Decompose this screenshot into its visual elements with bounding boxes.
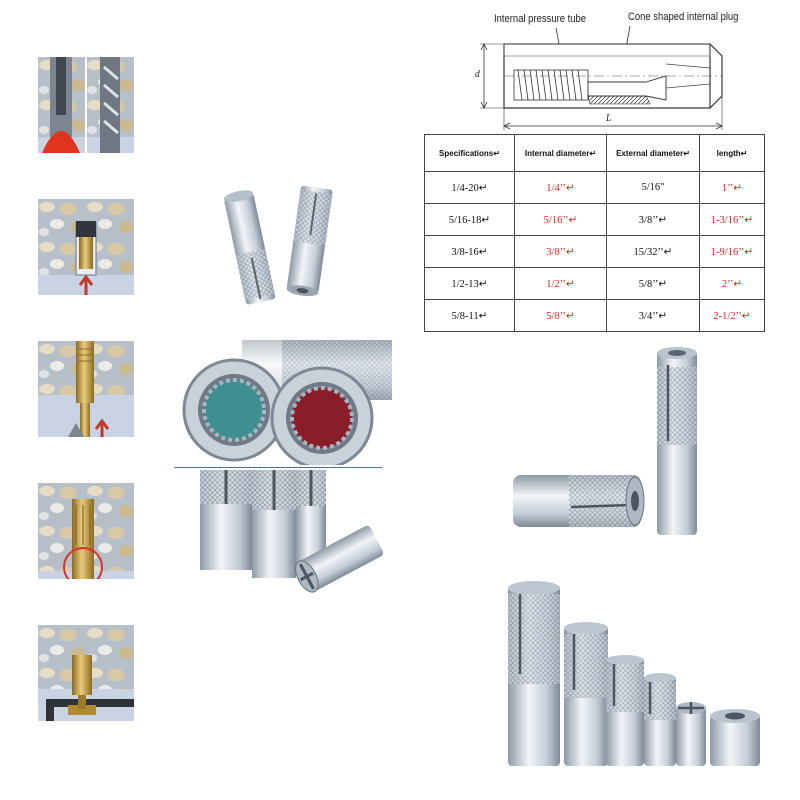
cell-external-diameter: 3/8’’↵ [606, 203, 700, 236]
header-specifications: Specifications↵ [424, 134, 515, 172]
cell-specification: 5/8-11↵ [424, 299, 515, 332]
cell-length: 2’’↵ [699, 267, 765, 300]
anchor-end-view-photo [182, 340, 392, 465]
fasten-bolt-icon [38, 625, 134, 721]
cell-specification: 5/16-18↵ [424, 203, 515, 236]
cell-specification: 1/4-20↵ [424, 171, 515, 204]
header-external-diameter: External diameter↵ [606, 134, 700, 172]
cell-length: 1’’↵ [699, 171, 765, 204]
table-row: 5/16-18↵ 5/16’’↵ 3/8’’↵ 1-3/16’’↵ [424, 203, 765, 236]
cell-internal-diameter: 3/8’’↵ [514, 235, 607, 268]
anchor-pair-photo [205, 180, 370, 310]
step-drill-hole [38, 57, 134, 153]
dimension-l-label: L [606, 112, 612, 124]
cell-length: 1-9/16’’↵ [699, 235, 765, 268]
cell-internal-diameter: 1/4’’↵ [514, 171, 607, 204]
anchor-size-range-photo [498, 578, 770, 770]
header-internal-diameter: Internal diameter↵ [514, 134, 607, 172]
cell-internal-diameter: 1/2’’↵ [514, 267, 607, 300]
table-row: 5/8-11↵ 5/8’’↵ 3/4’’↵ 2-1/2’’↵ [424, 299, 765, 332]
photo-divider [174, 467, 382, 468]
technical-drawing: Internal pressure tube Cone shaped inter… [470, 8, 790, 133]
cell-specification: 1/2-13↵ [424, 267, 515, 300]
cell-specification: 3/8-16↵ [424, 235, 515, 268]
dimension-d-label: d [475, 68, 480, 80]
header-length: length↵ [699, 134, 765, 172]
cell-length: 1-3/16’’↵ [699, 203, 765, 236]
cell-external-diameter: 5/8’’↵ [606, 267, 700, 300]
table-header-row: Specifications↵ Internal diameter↵ Exter… [424, 134, 765, 172]
cell-length: 2-1/2’’↵ [699, 299, 765, 332]
table-row: 3/8-16↵ 3/8’’↵ 15/32’’↵ 1-9/16’’↵ [424, 235, 765, 268]
anchor-group-photo [200, 470, 385, 595]
insert-anchor-icon [38, 199, 134, 295]
step-set-plug [38, 341, 134, 437]
cell-internal-diameter: 5/8’’↵ [514, 299, 607, 332]
label-internal-pressure-tube: Internal pressure tube [494, 13, 587, 25]
cell-external-diameter: 15/32’’↵ [606, 235, 700, 268]
label-cone-plug: Cone shaped internal plug [628, 11, 739, 23]
cell-external-diameter: 3/4’’↵ [606, 299, 700, 332]
set-plug-icon [38, 341, 134, 437]
cell-internal-diameter: 5/16’’↵ [514, 203, 607, 236]
specification-table: Specifications↵ Internal diameter↵ Exter… [424, 134, 765, 332]
anchor-side-view-photo [505, 345, 705, 540]
drill-hole-icon [38, 57, 134, 153]
step-insert-anchor [38, 199, 134, 295]
table-row: 1/2-13↵ 1/2’’↵ 5/8’’↵ 2’’↵ [424, 267, 765, 300]
cell-external-diameter: 5/16" [606, 171, 700, 204]
step-expanded-anchor [38, 483, 134, 579]
step-fasten-bolt [38, 625, 134, 721]
table-row: 1/4-20↵ 1/4’’↵ 5/16" 1’’↵ [424, 171, 765, 204]
expanded-anchor-icon [38, 483, 134, 579]
